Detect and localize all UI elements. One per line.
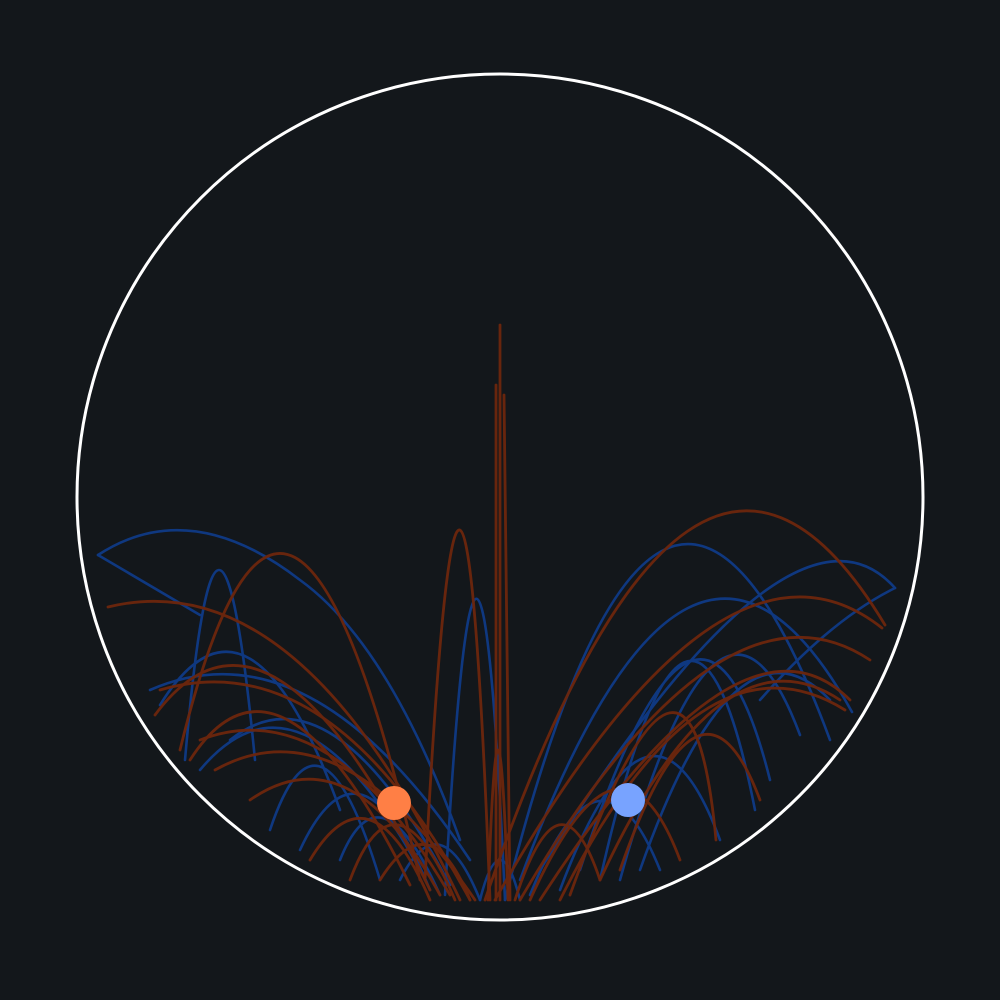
orange-trail-arc <box>158 680 472 902</box>
boundary-circle <box>75 72 925 922</box>
blue-trail-arc <box>578 658 772 872</box>
blue-trail-arc <box>158 650 342 812</box>
orange-trail-arc <box>483 509 887 902</box>
blue-trail-arc <box>638 671 832 872</box>
orange-trail-arc <box>618 733 762 872</box>
orange-trail-arc <box>486 748 510 902</box>
orange-trail-arc <box>598 679 842 882</box>
blue-trail-arc <box>183 568 257 762</box>
orange-trail-arc <box>248 777 442 897</box>
orange-trail-arc <box>308 817 432 902</box>
orange-trail-arc <box>518 635 872 902</box>
blue-trail-arc <box>398 843 482 902</box>
orange-trail-arc <box>423 528 492 902</box>
orange-trail-arc <box>568 711 718 897</box>
orange-trail-arc <box>178 552 422 882</box>
orange-trail-arc <box>558 686 847 902</box>
orange-trail-arc <box>538 669 852 902</box>
orange-trail-arc <box>348 823 457 902</box>
ball-blue <box>611 783 645 817</box>
ball-orange <box>377 786 411 820</box>
blue-trail-arc <box>518 597 854 882</box>
orange-trail-arc <box>513 823 602 902</box>
blue-trail-arc <box>268 764 382 882</box>
orange-trail-arc <box>528 787 682 902</box>
orange-trail-arc <box>493 595 884 902</box>
blue-trail-arc <box>228 717 452 887</box>
blue-trail-arc <box>96 528 462 842</box>
orange-trail-arc <box>502 393 512 902</box>
